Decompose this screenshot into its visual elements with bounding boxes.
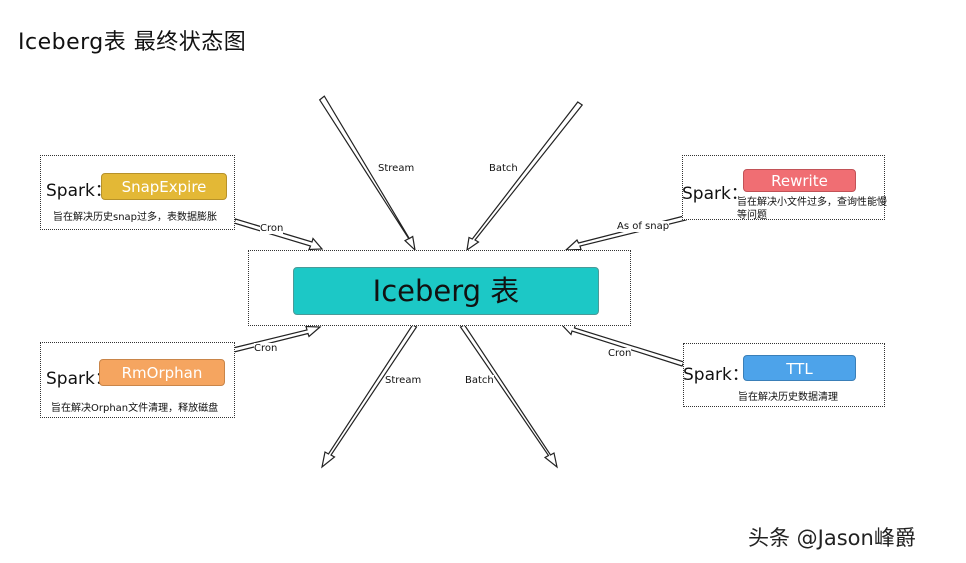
edge-label-as-of-snap: As of snap [617,221,670,232]
arrow-batch-in [466,101,584,252]
spark-label-rewrite: Spark： [682,184,748,204]
diagram-title: Iceberg表 最终状态图 [18,30,247,55]
edge-label-cron-snapexpire: Cron [260,223,284,234]
arrow-cron-snapexpire [233,218,324,251]
edge-label-cron-rmorphan: Cron [254,343,278,354]
iceberg-table-node: Iceberg 表 [293,267,599,315]
spark-label-ttl: Spark： [683,365,749,385]
arrow-batch-out [459,324,558,469]
edge-label-batch-in: Batch [489,163,518,174]
rewrite-description: 旨在解决小文件过多，查询性能慢等问题 [737,197,887,221]
snapexpire-description: 旨在解决历史snap过多，表数据膨胀 [53,212,218,223]
ttl-node: TTL [743,355,856,381]
ttl-description: 旨在解决历史数据清理 [738,392,838,403]
arrow-stream-in [318,95,416,252]
edge-label-stream-in: Stream [378,163,415,174]
rmorphan-description: 旨在解决Orphan文件清理，释放磁盘 [51,403,219,414]
snapexpire-node: SnapExpire [101,173,227,200]
spark-label-snapexpire: Spark： [46,181,112,201]
arrow-stream-out [321,324,418,469]
rewrite-node: Rewrite [743,169,856,192]
spark-label-rmorphan: Spark： [46,369,112,389]
watermark: 头条 @Jason峰爵 [748,526,916,550]
edge-label-stream-out: Stream [385,375,422,386]
arrow-cron-ttl [560,323,685,367]
rmorphan-node: RmOrphan [99,359,225,386]
edge-label-cron-ttl: Cron [608,348,632,359]
edge-label-batch-out: Batch [465,375,494,386]
